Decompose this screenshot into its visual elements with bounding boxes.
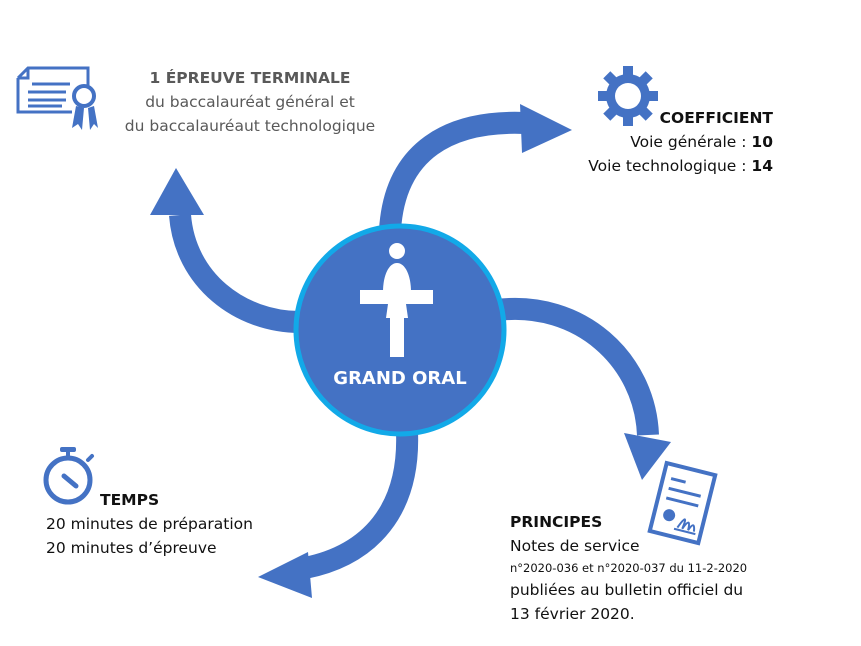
- temps-title: TEMPS: [100, 491, 160, 509]
- temps-block: TEMPS 20 minutes de préparation 20 minut…: [46, 488, 253, 560]
- arrow-to-principes: [495, 297, 671, 480]
- principes-block: PRINCIPES Notes de service n°2020-036 et…: [510, 510, 747, 626]
- speaker-at-lectern-icon: [360, 243, 433, 357]
- coefficient-general-label: Voie générale :: [630, 133, 752, 151]
- coefficient-general: Voie générale : 10: [588, 130, 773, 154]
- coefficient-block: COEFFICIENT Voie générale : 10 Voie tech…: [588, 106, 773, 178]
- coefficient-title: COEFFICIENT: [659, 109, 773, 127]
- epreuve-line-1: du baccalauréat général et: [145, 93, 355, 111]
- coefficient-general-value: 10: [751, 133, 773, 151]
- principes-line-2: n°2020-036 et n°2020-037 du 11-2-2020: [510, 561, 748, 575]
- temps-line-1: 20 minutes de préparation: [46, 515, 253, 533]
- temps-line-2: 20 minutes d’épreuve: [46, 539, 217, 557]
- signed-document-icon: [647, 460, 718, 546]
- arrow-to-epreuve: [150, 168, 301, 333]
- principes-line-4: 13 février 2020.: [510, 605, 635, 623]
- center-label: GRAND ORAL: [333, 368, 467, 389]
- epreuve-block: 1 ÉPREUVE TERMINALE du baccalauréat géné…: [100, 66, 400, 138]
- stopwatch-icon: [43, 447, 94, 505]
- arrow-to-temps: [258, 431, 419, 598]
- gear-icon: [598, 66, 658, 126]
- coefficient-techno: Voie technologique : 14: [588, 154, 773, 178]
- arrow-to-coefficient: [379, 104, 572, 231]
- principes-title: PRINCIPES: [510, 513, 603, 531]
- certificate-icon: [16, 66, 98, 130]
- epreuve-line-2: du baccalauréaut technologique: [124, 117, 376, 135]
- epreuve-title: 1 ÉPREUVE TERMINALE: [149, 69, 351, 87]
- coefficient-techno-label: Voie technologique :: [588, 157, 752, 175]
- coefficient-techno-value: 14: [751, 157, 773, 175]
- principes-line-3: publiées au bulletin officiel du: [510, 581, 744, 599]
- principes-line-1: Notes de service: [510, 537, 640, 555]
